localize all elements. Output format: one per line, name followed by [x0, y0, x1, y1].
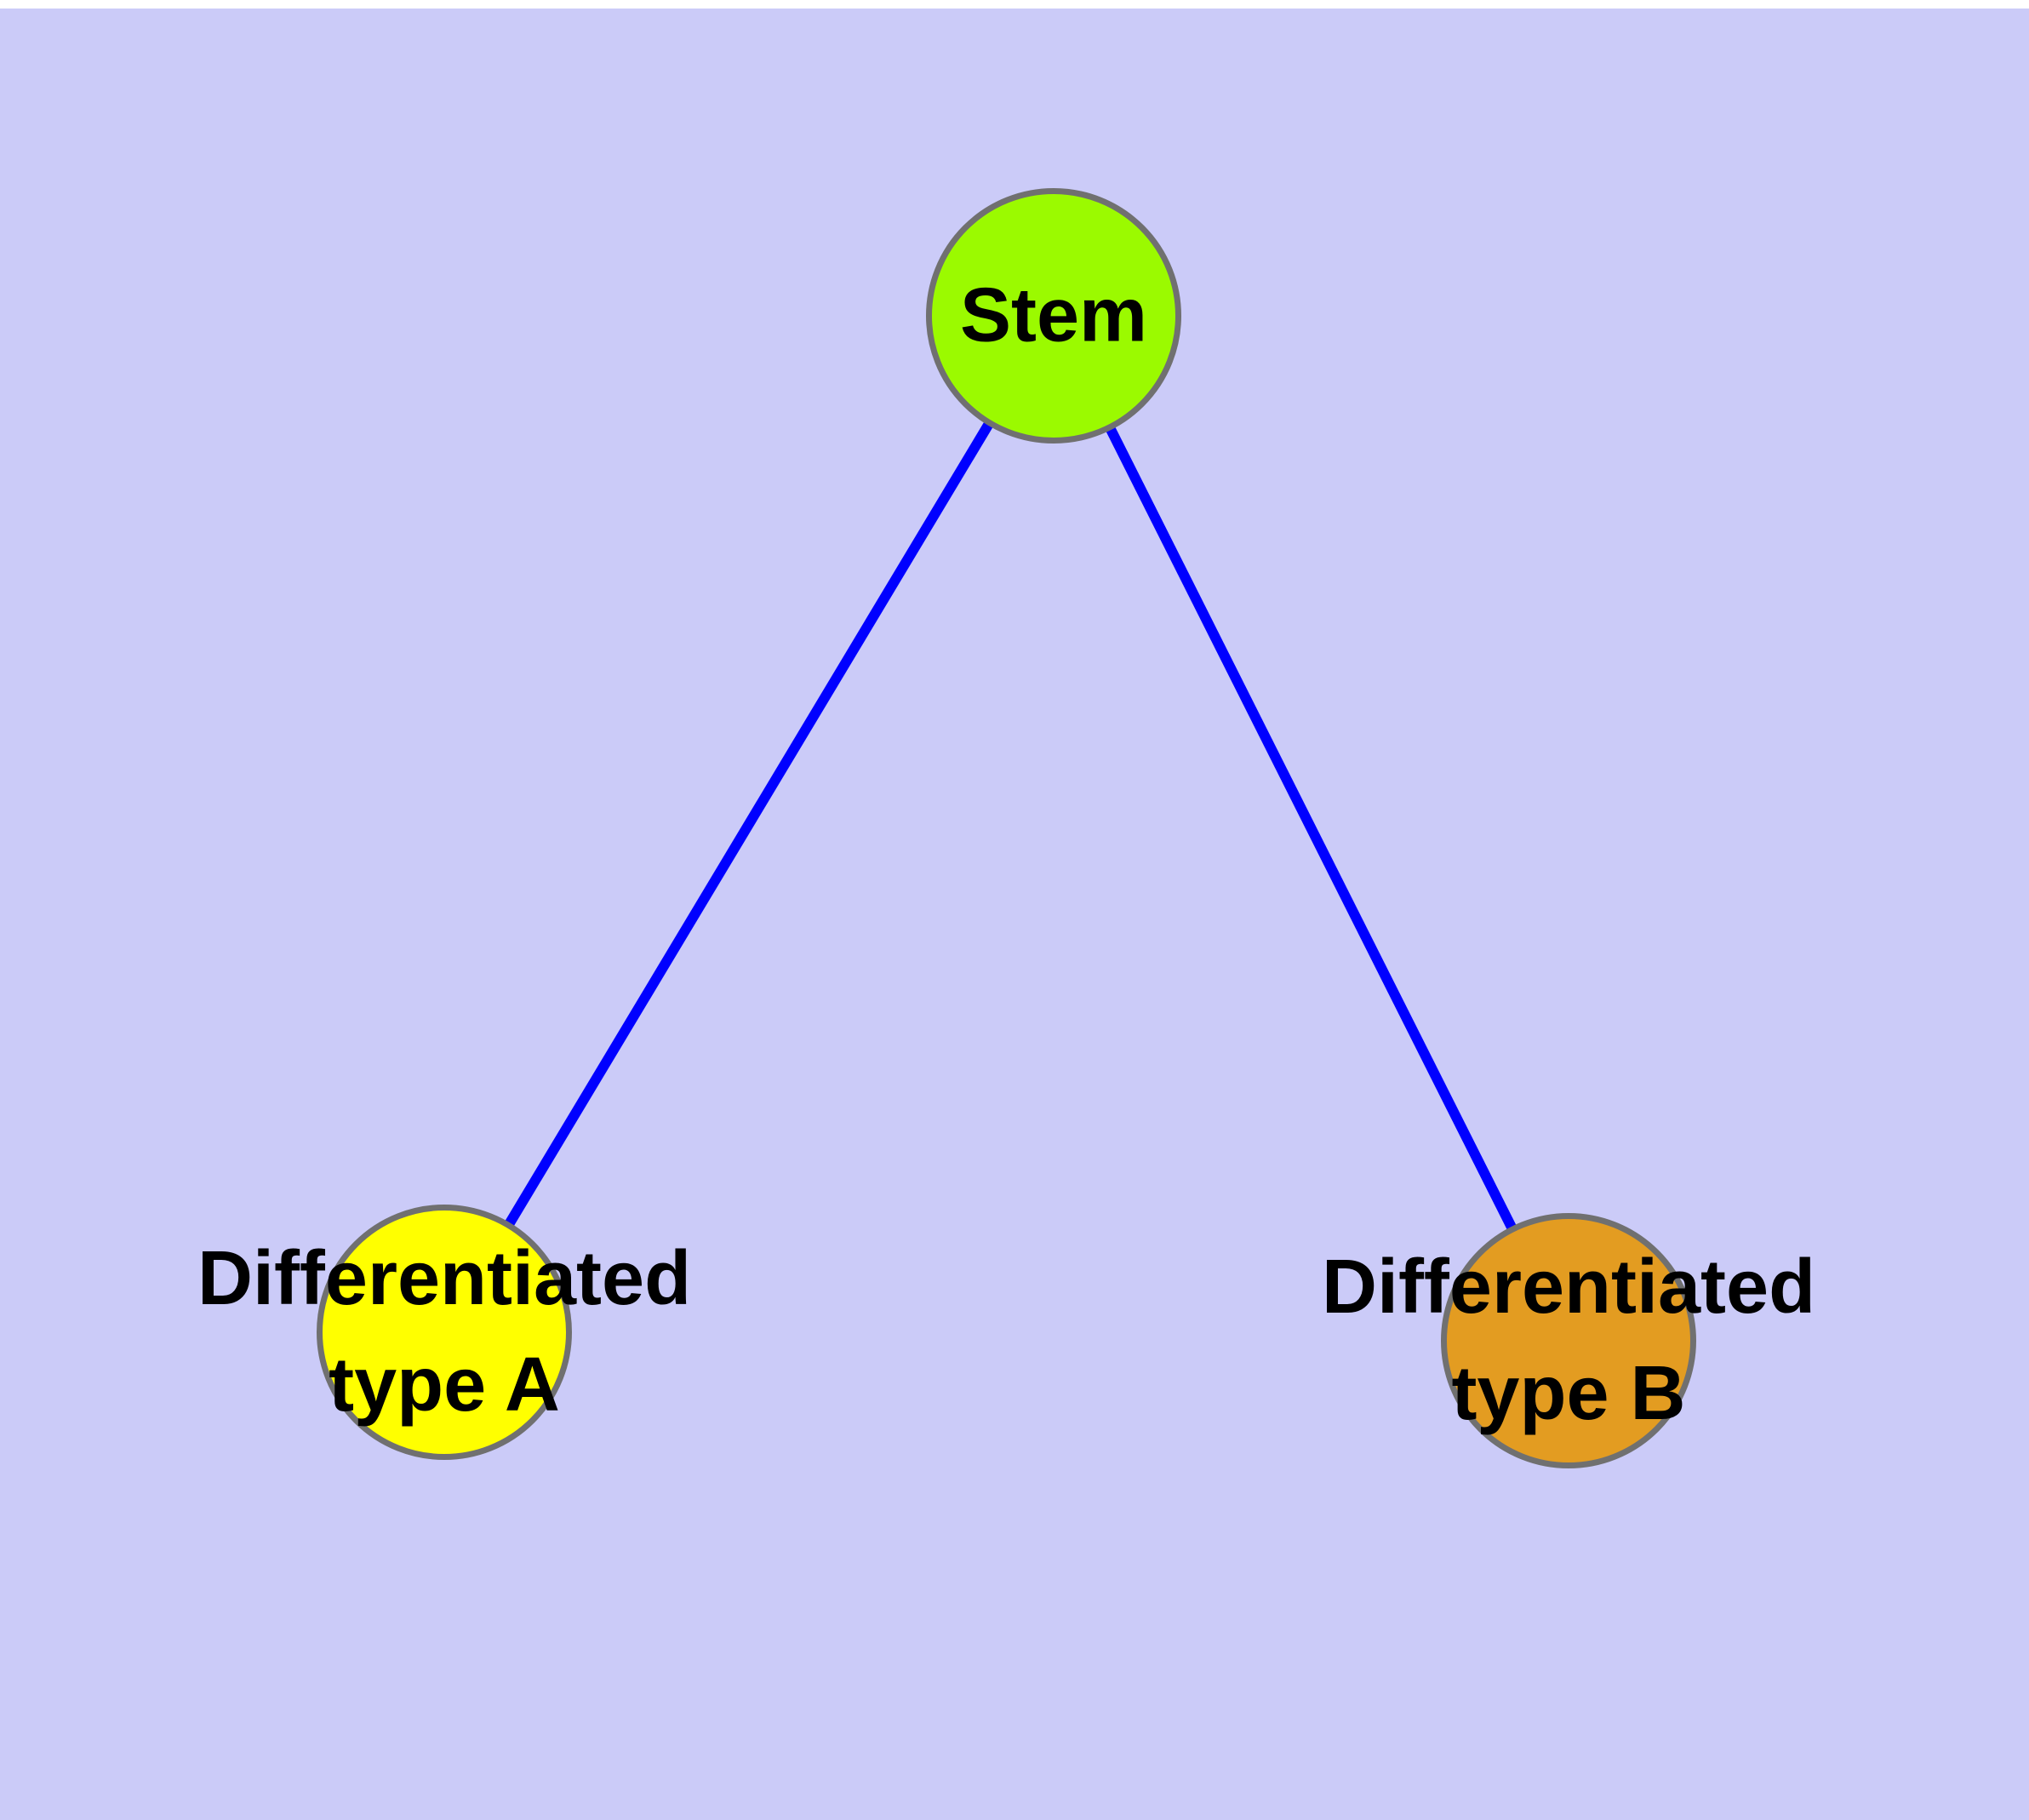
node-differentiated-type-b-label-line-2: type B	[1451, 1351, 1686, 1436]
node-differentiated-type-b-label-line-1: Differentiated	[1321, 1245, 1816, 1330]
node-differentiated-type-a-label: Differentiated type A	[197, 1226, 691, 1439]
node-stem-label: Stem	[960, 263, 1147, 369]
edge-stem-to-type-b	[1049, 313, 1574, 1343]
node-differentiated-type-a-label-line-2: type A	[329, 1342, 560, 1428]
node-stem[interactable]	[926, 188, 1181, 444]
node-differentiated-type-b-label: Differentiated type B	[1322, 1234, 1815, 1447]
top-margin-strip	[0, 0, 2029, 9]
node-differentiated-type-a[interactable]	[317, 1205, 572, 1460]
node-stem-label-line: Stem	[959, 272, 1148, 358]
edge-stem-to-type-a	[439, 312, 1059, 1336]
node-differentiated-type-b[interactable]	[1441, 1213, 1696, 1468]
node-differentiated-type-a-label-line-1: Differentiated	[197, 1236, 692, 1321]
